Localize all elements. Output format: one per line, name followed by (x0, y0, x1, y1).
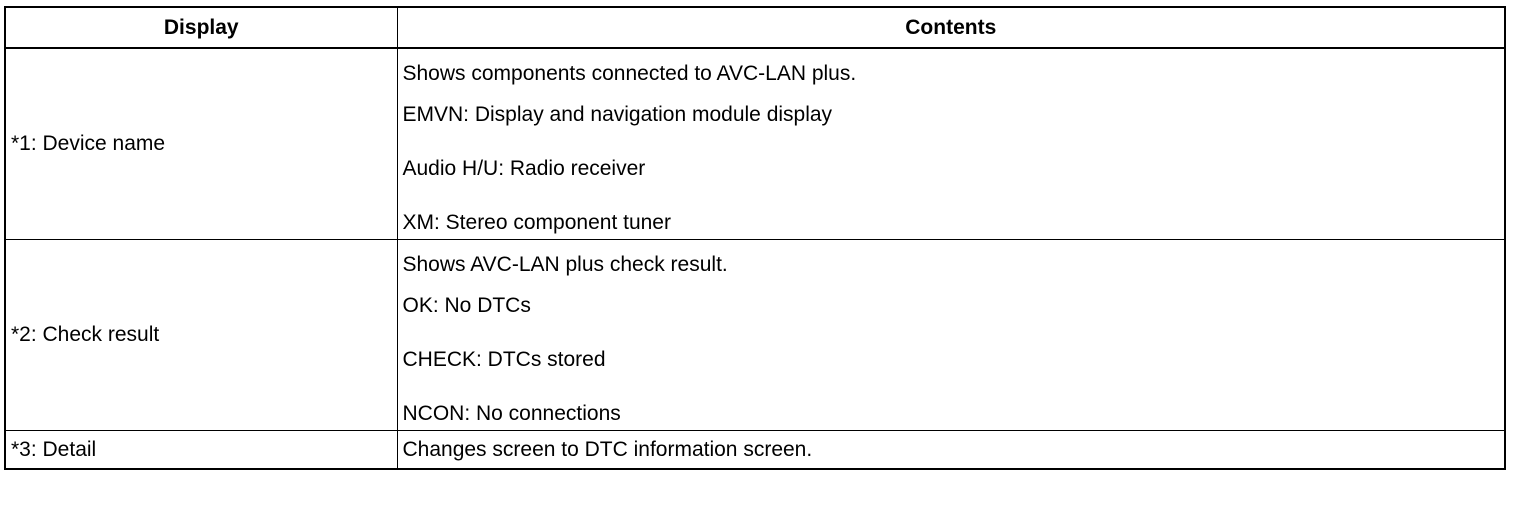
display-cell: *3: Detail (4, 430, 398, 470)
header-row: Display Contents (4, 6, 1506, 49)
contents-line: Audio H/U: Radio receiver (402, 157, 646, 180)
contents-line: XM: Stereo component tuner (402, 211, 671, 234)
contents-line: NCON: No connections (402, 402, 621, 425)
header-display: Display (4, 6, 398, 49)
display-cell: *1: Device name (4, 47, 398, 240)
contents-cell: Shows components connected to AVC-LAN pl… (396, 47, 1506, 240)
contents-cell: Shows AVC-LAN plus check result. OK: No … (396, 239, 1506, 431)
contents-line: OK: No DTCs (402, 294, 531, 317)
table-row: *1: Device name Shows components connect… (4, 47, 1506, 240)
contents-line: Shows components connected to AVC-LAN pl… (402, 62, 857, 85)
table-row: *2: Check result Shows AVC-LAN plus chec… (4, 239, 1506, 431)
header-contents: Contents (396, 6, 1506, 49)
table-row: *3: Detail Changes screen to DTC informa… (4, 430, 1506, 470)
contents-line: Shows AVC-LAN plus check result. (402, 253, 728, 276)
display-contents-table: Display Contents *1: Device name Shows c… (4, 6, 1506, 470)
display-cell: *2: Check result (4, 239, 398, 431)
contents-line: EMVN: Display and navigation module disp… (402, 103, 833, 126)
contents-cell: Changes screen to DTC information screen… (396, 430, 1506, 470)
contents-line: CHECK: DTCs stored (402, 348, 606, 371)
